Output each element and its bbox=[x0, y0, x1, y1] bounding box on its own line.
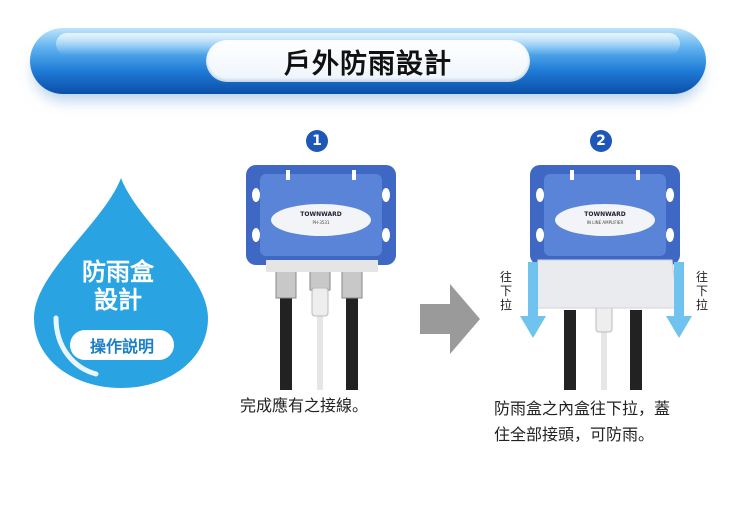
connector-left bbox=[275, 267, 297, 299]
drop-title-line1: 防雨盒 bbox=[82, 258, 154, 286]
drop-title-line2: 設計 bbox=[94, 286, 142, 314]
cable-left bbox=[280, 280, 292, 390]
cable-right bbox=[630, 310, 642, 390]
cable-right bbox=[346, 280, 358, 390]
next-arrow-icon bbox=[420, 284, 480, 354]
step-2-badge: 2 bbox=[590, 130, 612, 152]
device-brand: TOWNWARD bbox=[584, 211, 625, 218]
pull-down-label-right: 往下拉 bbox=[692, 268, 712, 314]
page-title: 戶外防雨設計 bbox=[206, 40, 530, 82]
device-label-plate bbox=[271, 204, 371, 236]
device-model: PH-3531 bbox=[312, 220, 329, 225]
cable-center bbox=[317, 310, 323, 390]
step-1-badge: 1 bbox=[306, 130, 328, 152]
device-brand: TOWNWARD bbox=[300, 211, 341, 218]
step-2-caption: 防雨盒之內盒往下拉，蓋 住全部接頭，可防雨。 bbox=[494, 396, 670, 448]
drop-title: 防雨盒 設計 bbox=[58, 258, 178, 314]
device-base bbox=[266, 260, 378, 272]
step-1-caption: 完成應有之接線。 bbox=[240, 396, 369, 415]
step-2-caption-line2: 住全部接頭，可防雨。 bbox=[494, 425, 655, 444]
connector-center-boot bbox=[311, 287, 329, 317]
cable-center bbox=[601, 310, 607, 390]
step-2-device-illustration: TOWNWARD IN LINE AMPLIFIER bbox=[530, 165, 680, 390]
pull-down-arrow-right-icon bbox=[666, 262, 692, 338]
rain-cover-inner-box bbox=[531, 259, 679, 309]
cable-left bbox=[564, 310, 576, 390]
step-2-caption-line1: 防雨盒之內盒往下拉，蓋 bbox=[494, 399, 671, 418]
device-label-plate bbox=[555, 204, 655, 236]
pull-down-label-left: 往下拉 bbox=[496, 268, 516, 314]
pull-down-arrow-left-icon bbox=[520, 262, 546, 338]
instructions-label: 操作説明 bbox=[70, 330, 174, 360]
connector-right bbox=[341, 267, 363, 299]
device-subtitle: IN LINE AMPLIFIER bbox=[587, 220, 624, 225]
title-banner: 戶外防雨設計 bbox=[30, 28, 706, 94]
step-1-device-illustration: TOWNWARD PH-3531 bbox=[246, 165, 396, 390]
